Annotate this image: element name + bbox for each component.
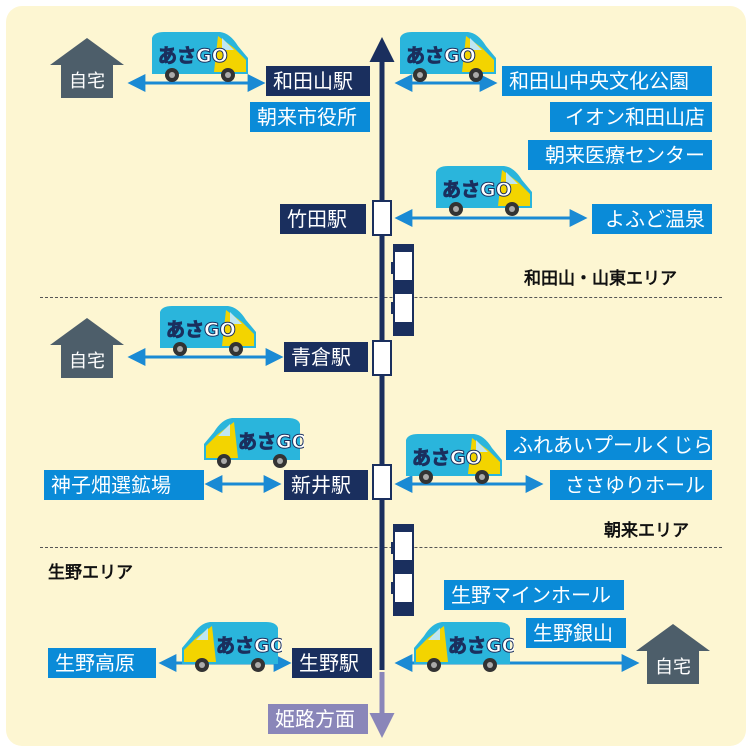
dest-shinkohata: 神子畑選鉱場	[44, 470, 204, 500]
svg-text:あさGO: あさGO	[238, 431, 304, 453]
van-icon: あさGO	[152, 32, 248, 82]
dest-aeon: イオン和田山店	[550, 102, 712, 132]
van-icon: あさGO	[400, 32, 496, 82]
station-ikuno: 生野駅	[292, 648, 372, 678]
station-box-takeda	[372, 200, 392, 236]
svg-text:あさGO: あさGO	[216, 635, 282, 657]
area-label-asago: 朝来エリア	[604, 521, 689, 541]
svg-text:あさGO: あさGO	[166, 319, 236, 341]
van-icon: あさGO	[160, 306, 256, 356]
home-label: 自宅	[647, 651, 699, 684]
svg-text:あさGO: あさGO	[448, 635, 514, 657]
svg-text:あさGO: あさGO	[158, 45, 228, 67]
station-nii: 新井駅	[284, 470, 368, 500]
dest-medical-center: 朝来医療センター	[528, 140, 712, 170]
area-label-ikuno: 生野エリア	[48, 563, 133, 583]
home-icon: 自宅	[50, 38, 124, 98]
home-icon: 自宅	[50, 318, 124, 378]
dest-kogen: 生野高原	[48, 648, 156, 678]
station-wadayama: 和田山駅	[266, 66, 370, 96]
station-box-aokura	[372, 340, 392, 376]
area-label-wadayama: 和田山・山東エリア	[524, 269, 677, 289]
dest-yofudo: よふど温泉	[592, 204, 712, 234]
dest-fureai-pool: ふれあいプールくじら	[506, 430, 713, 460]
van-icon: あさGO	[406, 434, 502, 484]
van-icon: あさGO	[204, 418, 304, 468]
svg-text:あさGO: あさGO	[412, 447, 482, 469]
station-takeda: 竹田駅	[280, 204, 366, 234]
station-aokura: 青倉駅	[284, 342, 368, 372]
dest-sasayuri: ささゆりホール	[550, 470, 712, 500]
train-icon	[391, 524, 414, 616]
van-icon: あさGO	[414, 622, 514, 672]
svg-text:あさGO: あさGO	[406, 45, 476, 67]
van-icon: あさGO	[182, 622, 282, 672]
dest-mine-hall: 生野マインホール	[444, 580, 624, 610]
dest-city-hall: 朝来市役所	[250, 102, 370, 132]
home-label: 自宅	[61, 345, 113, 378]
station-box-nii	[372, 464, 392, 500]
direction-himeji: 姫路方面	[268, 704, 368, 734]
home-label: 自宅	[61, 65, 113, 98]
home-icon: 自宅	[636, 624, 710, 684]
van-icon: あさGO	[436, 166, 532, 216]
train-icon	[391, 244, 414, 336]
dest-culture-park: 和田山中央文化公園	[502, 66, 712, 96]
svg-text:あさGO: あさGO	[442, 179, 512, 201]
dest-ginzan: 生野銀山	[526, 618, 626, 648]
